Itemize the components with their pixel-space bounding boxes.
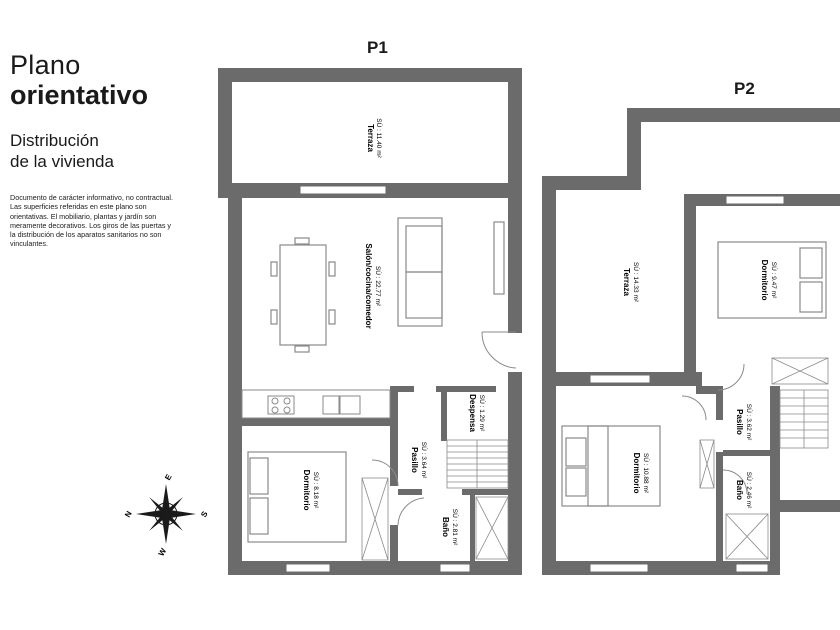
- p2-walls: [542, 108, 840, 575]
- compass-e: E: [163, 472, 174, 482]
- p2-terraza-label: Terraza SÚ : 14.33 m²: [622, 262, 641, 303]
- p1-bano-label: Baño SÚ : 2.81 m²: [441, 509, 460, 546]
- p1-despensa-label: Despensa SÚ : 1.29 m²: [468, 394, 487, 432]
- p2-dormitorio1-area: SÚ : 9.47 m²: [770, 262, 779, 299]
- p1-terraza-name: Terraza: [366, 124, 375, 152]
- p1-salon-area: SÚ : 22.77 m²: [374, 266, 383, 307]
- p2-pasillo-label: Pasillo SÚ : 3.62 m²: [735, 404, 754, 441]
- p1-shower: [475, 496, 509, 560]
- p1-terraza-area: SÚ : 11.40 m²: [375, 118, 384, 158]
- p1-bath-door: [397, 497, 425, 526]
- compass-n: N: [123, 509, 134, 519]
- p2-stairs: [779, 389, 829, 449]
- p1-bano-name: Baño: [441, 517, 450, 537]
- plan-p2: Terraza SÚ : 14.33 m² Dormitorio SÚ : 9.…: [542, 108, 840, 575]
- p2-bedroom-1-door: [717, 363, 745, 391]
- p2-bano-area: SÚ : 2.46 m²: [745, 472, 754, 509]
- p2-bed-1: [717, 241, 827, 319]
- p2-dormitorio1-name: Dormitorio: [760, 260, 769, 301]
- p2-wardrobe: [771, 357, 829, 385]
- p1-windows: [285, 185, 471, 573]
- subtitle-line1: Distribución: [10, 131, 99, 150]
- p1-dormitorio-label: Dormitorio SÚ : 8.18 m²: [302, 470, 321, 511]
- p1-bano-area: SÚ : 2.81 m²: [451, 509, 460, 546]
- plan-label-p1: P1: [367, 38, 388, 57]
- p2-terraza-name: Terraza: [622, 268, 631, 296]
- entrance-door: [481, 331, 517, 369]
- p2-shower: [725, 513, 769, 560]
- p1-pasillo-area: SÚ : 3.64 m²: [420, 442, 429, 479]
- p1-despensa-name: Despensa: [468, 394, 477, 432]
- p2-bath-door: [722, 469, 748, 495]
- p1-pasillo-label: Pasillo SÚ : 3.64 m²: [410, 442, 429, 479]
- p1-pasillo-name: Pasillo: [410, 447, 419, 473]
- compass-w: W: [157, 546, 169, 557]
- kitchen-counter: [241, 389, 391, 419]
- p1-bed: [247, 451, 347, 543]
- p2-terraza-area: SÚ : 14.33 m²: [632, 262, 641, 303]
- p1-dormitorio-area: SÚ : 8.18 m²: [312, 472, 321, 509]
- sink-icon: [322, 395, 361, 415]
- subtitle-line2: de la vivienda: [10, 152, 114, 171]
- p1-stairs: [446, 439, 509, 489]
- p1-despensa-area: SÚ : 1.29 m²: [478, 395, 487, 432]
- p2-pasillo-area: SÚ : 3.62 m²: [745, 404, 754, 441]
- compass-icon: N E S W: [123, 472, 210, 558]
- p2-windows: [589, 195, 785, 573]
- p1-salon-label: Salón/cocina/comedor SÚ : 22.77 m²: [364, 243, 383, 328]
- plan-p1: Terraza SÚ : 11.40 m² Salón/cocina/comed…: [218, 68, 522, 575]
- compass-s: S: [199, 509, 210, 519]
- p2-hall-cabinet: [699, 439, 715, 489]
- p2-pasillo-name: Pasillo: [735, 409, 744, 435]
- p2-bano-name: Baño: [735, 480, 744, 500]
- tv-unit: [493, 221, 505, 295]
- title-line1: Plano: [10, 50, 81, 80]
- p2-bed-2: [561, 425, 661, 507]
- dining-table: [270, 237, 336, 353]
- disclaimer-text: Documento de carácter informativo, no co…: [10, 193, 173, 249]
- p2-bano-label: Baño SÚ : 2.46 m²: [735, 472, 754, 509]
- p2-dormitorio2-name: Dormitorio: [632, 453, 641, 494]
- p2-dormitorio2-area: SÚ : 10.88 m²: [642, 453, 651, 494]
- title-line2: orientativo: [10, 80, 149, 110]
- p1-walls: [218, 68, 522, 575]
- p2-bedroom-door: [681, 395, 707, 421]
- p1-dormitorio-name: Dormitorio: [302, 470, 311, 511]
- p1-salon-name: Salón/cocina/comedor: [364, 243, 373, 328]
- p1-bedroom-door: [371, 459, 399, 487]
- hob-icon: [267, 395, 295, 415]
- p1-wardrobe: [361, 477, 389, 561]
- plan-label-p2: P2: [734, 79, 755, 98]
- sofa: [397, 217, 443, 327]
- subtitle: Distribución de la vivienda: [10, 130, 210, 172]
- p1-terraza-label: Terraza SÚ : 11.40 m²: [366, 118, 384, 158]
- p2-dormitorio2-label: Dormitorio SÚ : 10.88 m²: [632, 453, 651, 494]
- p2-dormitorio1-label: Dormitorio SÚ : 9.47 m²: [760, 260, 779, 301]
